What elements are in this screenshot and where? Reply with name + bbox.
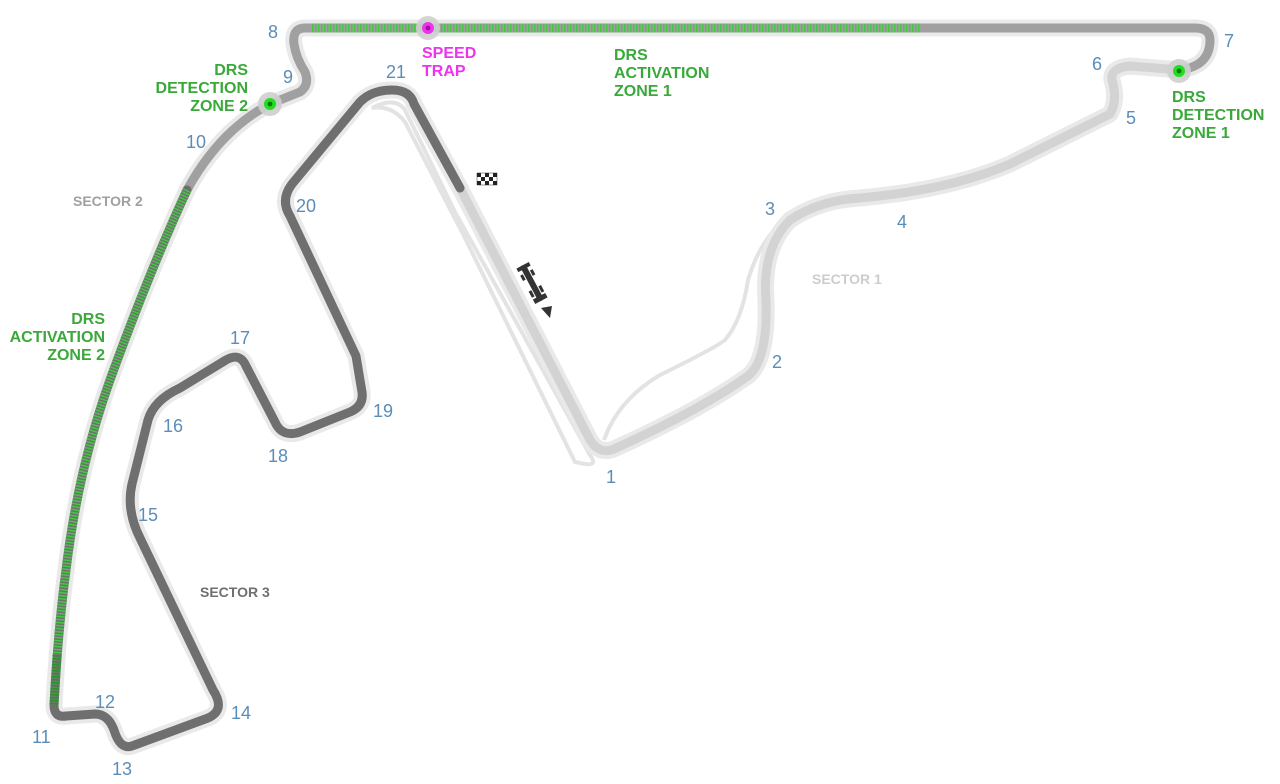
speed-trap-label-line: SPEED — [422, 45, 477, 62]
drs-label-line: ZONE 2 — [190, 98, 248, 115]
drs-activation-zone-1-label: DRS ACTIVATION ZONE 1 — [614, 47, 709, 101]
drs-label-line: DETECTION — [155, 80, 248, 97]
drs-label-line: DRS — [71, 311, 105, 328]
pit-lane — [371, 100, 596, 467]
drs-detection-point-icon — [1167, 59, 1191, 83]
turn-number-16: 16 — [163, 416, 184, 436]
turn-number-15: 15 — [138, 505, 159, 525]
sector-1-label: SECTOR 1 — [812, 271, 882, 287]
drs-activation-zone-2-strip — [49, 188, 192, 706]
turn-number-5: 5 — [1126, 108, 1137, 128]
speed-trap-point-icon — [416, 16, 440, 40]
turn-number-6: 6 — [1092, 54, 1103, 74]
turn-number-20: 20 — [296, 196, 317, 216]
sector-1-track — [455, 61, 1185, 456]
sector-3-label: SECTOR 3 — [200, 584, 270, 600]
drs-label-line: DETECTION — [1172, 107, 1265, 124]
drs-label-line: ZONE 1 — [614, 83, 672, 100]
sector-3-track — [49, 85, 465, 752]
drs-detection-zone-2-label: DRS DETECTION ZONE 2 — [156, 62, 248, 116]
turn-number-1: 1 — [606, 467, 617, 487]
drs-label-line: ZONE 1 — [1172, 125, 1230, 142]
drs-label-line: ACTIVATION — [9, 329, 105, 346]
sector-2-label: SECTOR 2 — [73, 193, 143, 209]
car-icon — [516, 262, 548, 304]
pit-lane-exit — [602, 216, 788, 441]
drs-activation-zone-2-end — [49, 654, 62, 706]
turn-number-19: 19 — [373, 401, 394, 421]
drs-label-line: DRS — [1172, 89, 1206, 106]
turn-number-14: 14 — [231, 703, 252, 723]
turn-number-12: 12 — [95, 692, 116, 712]
turn-number-10: 10 — [186, 132, 207, 152]
drs-label-line: ACTIVATION — [614, 65, 710, 82]
sector-2-track — [182, 23, 1215, 195]
direction-arrow-icon — [541, 306, 552, 318]
turn-number-17: 17 — [230, 328, 251, 348]
drs-label-line: DRS — [614, 47, 648, 64]
turn-number-7: 7 — [1224, 31, 1235, 51]
turn-number-11: 11 — [32, 727, 51, 747]
turn-number-18: 18 — [268, 446, 289, 466]
drs-activation-zone-2-label: DRS ACTIVATION ZONE 2 — [10, 311, 105, 365]
turn-number-3: 3 — [765, 199, 776, 219]
turn-number-13: 13 — [112, 759, 133, 779]
turn-number-21: 21 — [386, 62, 407, 82]
drs-detection-zone-1-label: DRS DETECTION ZONE 1 — [1172, 89, 1264, 143]
turn-number-2: 2 — [772, 352, 783, 372]
drs-label-line: ZONE 2 — [47, 347, 105, 364]
turn-number-4: 4 — [897, 212, 908, 232]
drs-detection-point-icon — [258, 92, 282, 116]
turn-number-8: 8 — [268, 22, 279, 42]
speed-trap-label: SPEED TRAP — [422, 45, 476, 81]
speed-trap-label-line: TRAP — [422, 63, 466, 80]
start-finish-flag-icon — [476, 172, 498, 186]
drs-label-line: DRS — [214, 62, 248, 79]
turn-number-9: 9 — [283, 67, 294, 87]
